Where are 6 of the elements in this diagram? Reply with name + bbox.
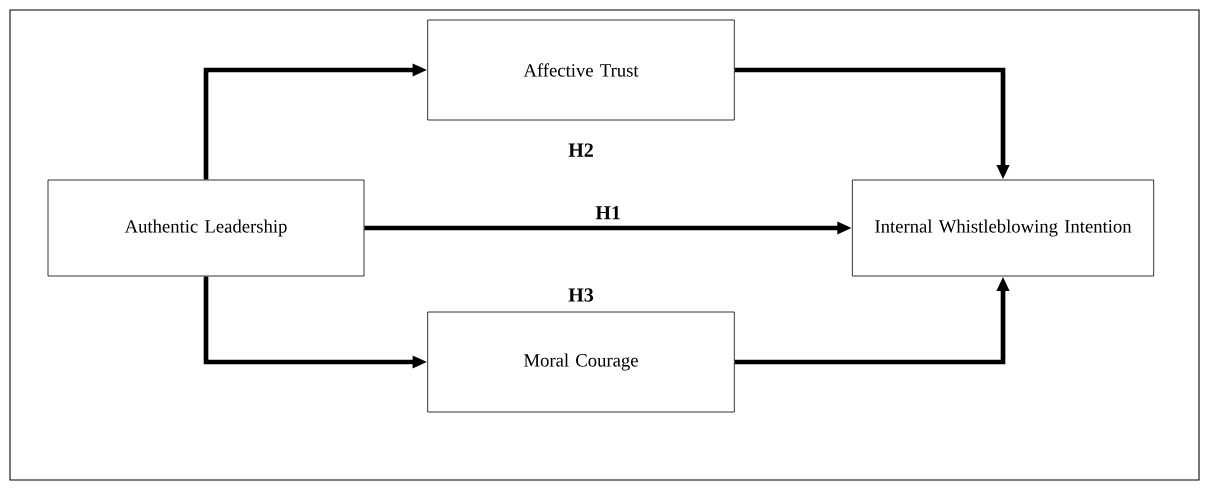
concept-box: Affective Trust	[427, 19, 735, 121]
hypothesis-label: H2	[568, 143, 593, 157]
concept-box: Internal Whistleblowing Intention	[851, 179, 1155, 277]
concept-box: Authentic Leadership	[47, 179, 365, 277]
concept-box: Moral Courage	[427, 311, 735, 413]
edge-label: H1	[595, 206, 620, 220]
